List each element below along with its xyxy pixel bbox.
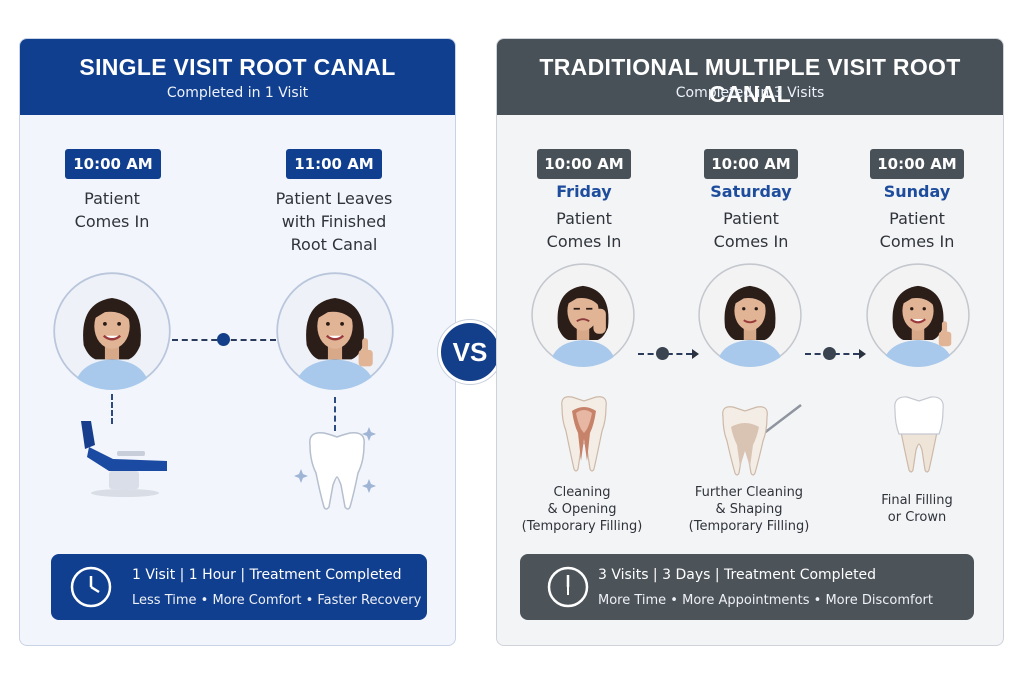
traditional-visit-header: TRADITIONAL MULTIPLE VISIT ROOT CANAL Co…	[497, 39, 1003, 115]
single-summary-line1: 1 Visit | 1 Hour | Treatment Completed	[132, 567, 402, 583]
patient-thumbs-up-avatar	[276, 272, 394, 390]
tooth-being-shaped-icon	[717, 403, 807, 481]
traditional-connector-2-arrow	[859, 349, 866, 359]
tooth-connector	[334, 397, 336, 431]
traditional-connector-1-dot	[656, 347, 669, 360]
dental-chair-icon	[77, 419, 172, 503]
stopwatch-icon	[546, 565, 590, 613]
single-visit-header: SINGLE VISIT ROOT CANAL Completed in 1 V…	[20, 39, 455, 115]
traditional-step-2-time: 10:00 AM	[704, 149, 798, 179]
traditional-summary-line1: 3 Visits | 3 Days | Treatment Completed	[598, 567, 877, 583]
patient-happy-thumbs-up-avatar	[866, 263, 970, 367]
single-visit-panel: SINGLE VISIT ROOT CANAL Completed in 1 V…	[19, 38, 456, 646]
patient-smiling-avatar	[53, 272, 171, 390]
traditional-step-1-time: 10:00 AM	[537, 149, 631, 179]
single-step-1-caption: Patient Comes In	[74, 189, 150, 231]
traditional-connector-1-arrow	[692, 349, 699, 359]
single-summary-line2: Less Time • More Comfort • Faster Recove…	[132, 593, 422, 608]
traditional-step-3-caption: Patient Comes In	[879, 209, 955, 251]
traditional-connector-2-dot	[823, 347, 836, 360]
patient-neutral-avatar	[698, 263, 802, 367]
single-connector-dot	[217, 333, 230, 346]
patient-in-pain-avatar	[531, 263, 635, 367]
traditional-step-2-procedure: Further Cleaning & Shaping (Temporary Fi…	[688, 485, 810, 534]
traditional-step-2-caption: Patient Comes In	[713, 209, 789, 251]
healthy-tooth-icon	[292, 421, 382, 517]
single-visit-subtitle: Completed in 1 Visit	[166, 85, 309, 101]
traditional-summary-line2: More Time • More Appointments • More Dis…	[598, 593, 933, 608]
vs-badge: VS	[438, 320, 502, 384]
traditional-step-3-day: Sunday	[883, 182, 951, 201]
traditional-visit-summary: 3 Visits | 3 Days | Treatment Completed …	[520, 554, 974, 620]
single-visit-title: SINGLE VISIT ROOT CANAL	[79, 54, 396, 80]
traditional-step-3-procedure: Final Filling or Crown	[881, 493, 953, 525]
traditional-step-3-time: 10:00 AM	[870, 149, 964, 179]
traditional-visit-subtitle: Completed in 3 Visits	[675, 85, 825, 101]
traditional-visit-panel: TRADITIONAL MULTIPLE VISIT ROOT CANAL Co…	[496, 38, 1004, 646]
single-step-2-time: 11:00 AM	[286, 149, 382, 179]
clock-icon	[69, 565, 113, 613]
single-step-1-time: 10:00 AM	[65, 149, 161, 179]
traditional-step-2-day: Saturday	[710, 182, 792, 201]
traditional-step-1-day: Friday	[556, 182, 612, 201]
traditional-step-1-caption: Patient Comes In	[546, 209, 622, 251]
single-step-2-caption: Patient Leaves with Finished Root Canal	[275, 189, 393, 254]
single-visit-summary: 1 Visit | 1 Hour | Treatment Completed L…	[51, 554, 427, 620]
traditional-visit-title: TRADITIONAL MULTIPLE VISIT ROOT CANAL	[539, 54, 961, 107]
traditional-step-1-procedure: Cleaning & Opening (Temporary Filling)	[521, 485, 643, 534]
crowned-tooth-icon	[889, 394, 949, 480]
opened-tooth-icon	[554, 393, 614, 479]
chair-connector	[111, 394, 113, 424]
